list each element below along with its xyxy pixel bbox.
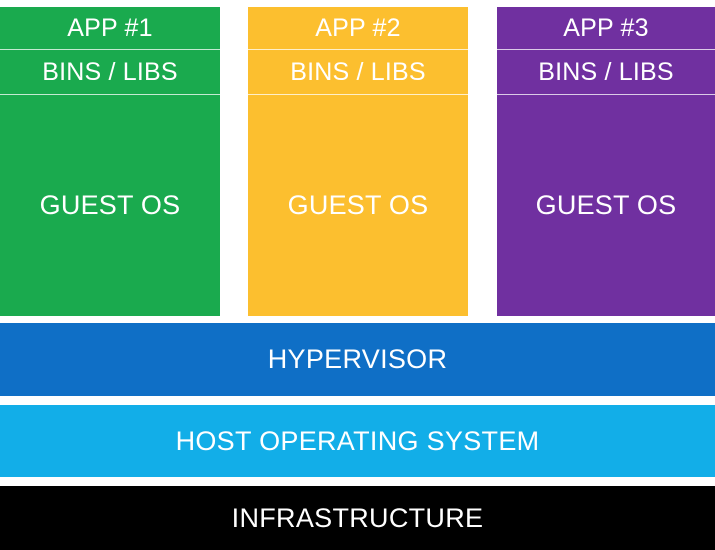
- app-label: APP #1: [0, 7, 220, 50]
- guest-os-label: GUEST OS: [39, 190, 181, 220]
- vm-block-1: APP #1 BINS / LIBS GUEST OS: [0, 7, 220, 316]
- guest-os-label: GUEST OS: [287, 190, 429, 220]
- hypervisor-layer: HYPERVISOR: [0, 323, 715, 396]
- bins-libs-label: BINS / LIBS: [497, 50, 715, 95]
- app-label: APP #3: [497, 7, 715, 50]
- bins-libs-label: BINS / LIBS: [248, 50, 468, 95]
- bins-libs-label: BINS / LIBS: [0, 50, 220, 95]
- vm-block-2: APP #2 BINS / LIBS GUEST OS: [248, 7, 468, 316]
- vm-block-3: APP #3 BINS / LIBS GUEST OS: [497, 7, 715, 316]
- infrastructure-layer: INFRASTRUCTURE: [0, 486, 715, 550]
- host-os-layer: HOST OPERATING SYSTEM: [0, 405, 715, 477]
- guest-os-label: GUEST OS: [535, 190, 677, 220]
- app-label: APP #2: [248, 7, 468, 50]
